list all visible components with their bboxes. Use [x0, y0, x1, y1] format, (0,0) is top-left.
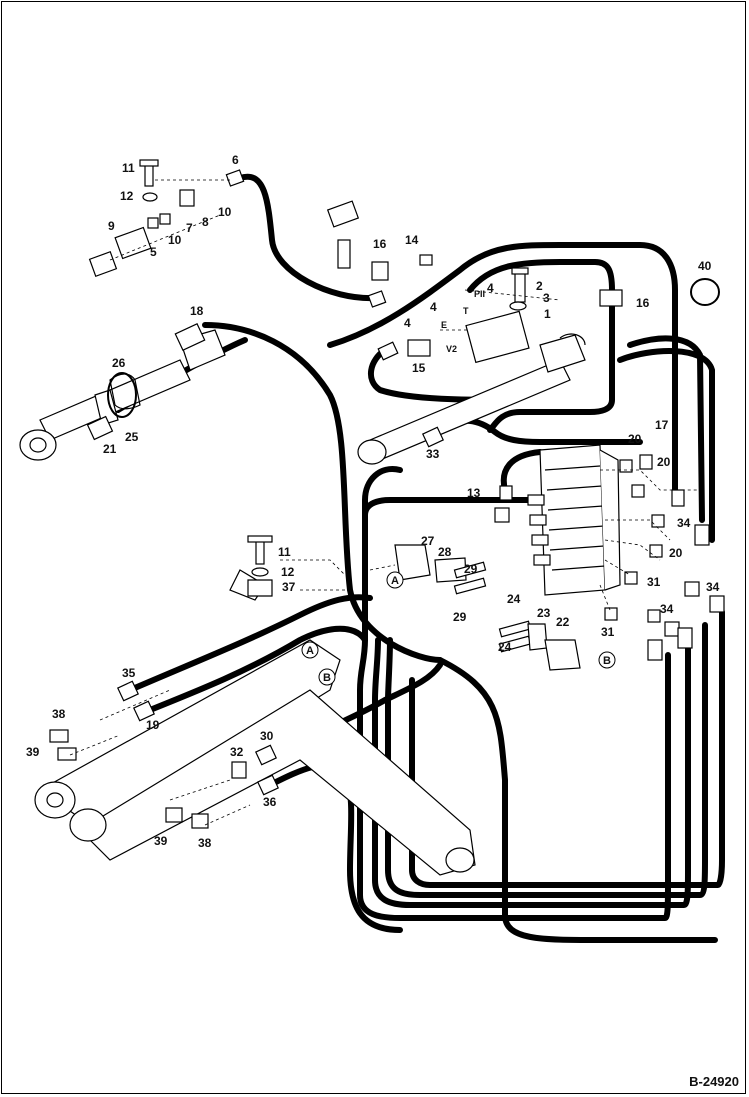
callout-40: 40	[698, 259, 712, 273]
callout-12-top: 12	[120, 189, 134, 203]
callout-20-b: 20	[657, 455, 671, 469]
port-mark-t: T	[463, 306, 469, 316]
svg-text:B: B	[603, 655, 611, 667]
callout-37: 37	[282, 580, 296, 594]
callout-39-bottom: 39	[154, 834, 168, 848]
callout-20-c: 20	[669, 546, 683, 560]
svg-text:A: A	[306, 645, 314, 657]
callout-14: 14	[405, 233, 419, 247]
callout-10-left: 10	[168, 233, 182, 247]
callout-39-left: 39	[26, 745, 40, 759]
detail-ref-b-right: B	[598, 651, 616, 669]
callout-30: 30	[260, 729, 274, 743]
port-mark-pii: PII	[474, 289, 485, 299]
callout-22: 22	[556, 615, 570, 629]
hose-33	[437, 417, 643, 445]
callout-36: 36	[263, 795, 277, 809]
callout-27: 27	[421, 534, 435, 548]
leader-lines	[69, 179, 700, 826]
callout-2: 2	[536, 279, 543, 293]
callout-4-low: 4	[404, 316, 411, 330]
callout-13: 13	[467, 486, 481, 500]
svg-text:A: A	[391, 575, 399, 587]
port-mark-v2: V2	[446, 344, 457, 354]
reference-code: B-24920	[689, 1074, 739, 1089]
hose-13	[500, 449, 543, 493]
main-boom	[34, 569, 476, 876]
detail-ref-b-boom: B	[318, 668, 336, 686]
callout-25: 25	[125, 430, 139, 444]
hose-to-34b	[617, 348, 715, 543]
hose-cyl-loop	[362, 466, 403, 518]
callout-24-top: 24	[507, 592, 521, 606]
callout-11-bottom: 11	[278, 545, 291, 559]
callout-16-right: 16	[636, 296, 650, 310]
clamp-40	[690, 278, 720, 306]
control-valve	[527, 444, 621, 596]
callout-labels: 11 12 6 9 5 10 7 8 10 16 14 40 2 4 3 4 4…	[26, 153, 720, 850]
detail-ref-a-upper: A	[386, 571, 404, 589]
components	[19, 159, 725, 876]
callout-34-b: 34	[706, 580, 720, 594]
callout-35: 35	[122, 666, 136, 680]
callout-1: 1	[544, 307, 551, 321]
callout-17: 17	[655, 418, 669, 432]
callout-24-bottom: 24	[498, 640, 512, 654]
callout-4-mid: 4	[430, 300, 437, 314]
callout-28: 28	[438, 545, 452, 559]
hose-6	[237, 173, 378, 302]
detail-references: A B A B	[301, 571, 616, 686]
hose-35	[127, 594, 373, 693]
callout-8: 8	[202, 215, 209, 229]
callout-33: 33	[426, 447, 440, 461]
callout-12-bottom: 12	[281, 565, 295, 579]
callout-29-bottom: 29	[453, 610, 467, 624]
brackets	[139, 159, 581, 671]
hose-upper-loop	[327, 242, 678, 503]
callout-31-b: 31	[601, 625, 615, 639]
callout-31-a: 31	[647, 575, 661, 589]
callout-21: 21	[103, 442, 117, 456]
hose-18-long	[437, 657, 718, 943]
callout-38-left: 38	[52, 707, 66, 721]
callout-29-right: 29	[464, 562, 478, 576]
callout-6: 6	[232, 153, 239, 167]
hose-19	[142, 625, 368, 715]
callout-20-a: 20	[628, 432, 642, 446]
cylinder-upper-left	[19, 329, 226, 461]
callout-19: 19	[146, 718, 160, 732]
port-marks: PII T E V2	[441, 289, 485, 354]
callout-3: 3	[543, 291, 550, 305]
callout-16-top: 16	[373, 237, 387, 251]
hose-18	[202, 322, 443, 663]
callout-9: 9	[108, 219, 115, 233]
callout-4-top: 4	[487, 281, 494, 295]
callout-32: 32	[230, 745, 244, 759]
callout-34-a: 34	[677, 516, 691, 530]
callout-23: 23	[537, 606, 551, 620]
fittings	[49, 169, 725, 829]
strap-26	[107, 372, 137, 418]
callout-34-c: 34	[660, 602, 674, 616]
callout-38-bottom: 38	[198, 836, 212, 850]
hose-vertical-main-4	[409, 609, 725, 888]
cylinder-middle	[357, 333, 586, 465]
callout-10-right: 10	[218, 205, 232, 219]
callout-5: 5	[150, 245, 157, 259]
callout-15: 15	[412, 361, 426, 375]
callout-26: 26	[112, 356, 126, 370]
callout-7: 7	[186, 221, 193, 235]
detail-ref-a-boom: A	[301, 641, 319, 659]
svg-text:B: B	[323, 672, 331, 684]
callout-11-top: 11	[122, 161, 135, 175]
callout-18: 18	[190, 304, 204, 318]
port-mark-e: E	[441, 320, 447, 330]
